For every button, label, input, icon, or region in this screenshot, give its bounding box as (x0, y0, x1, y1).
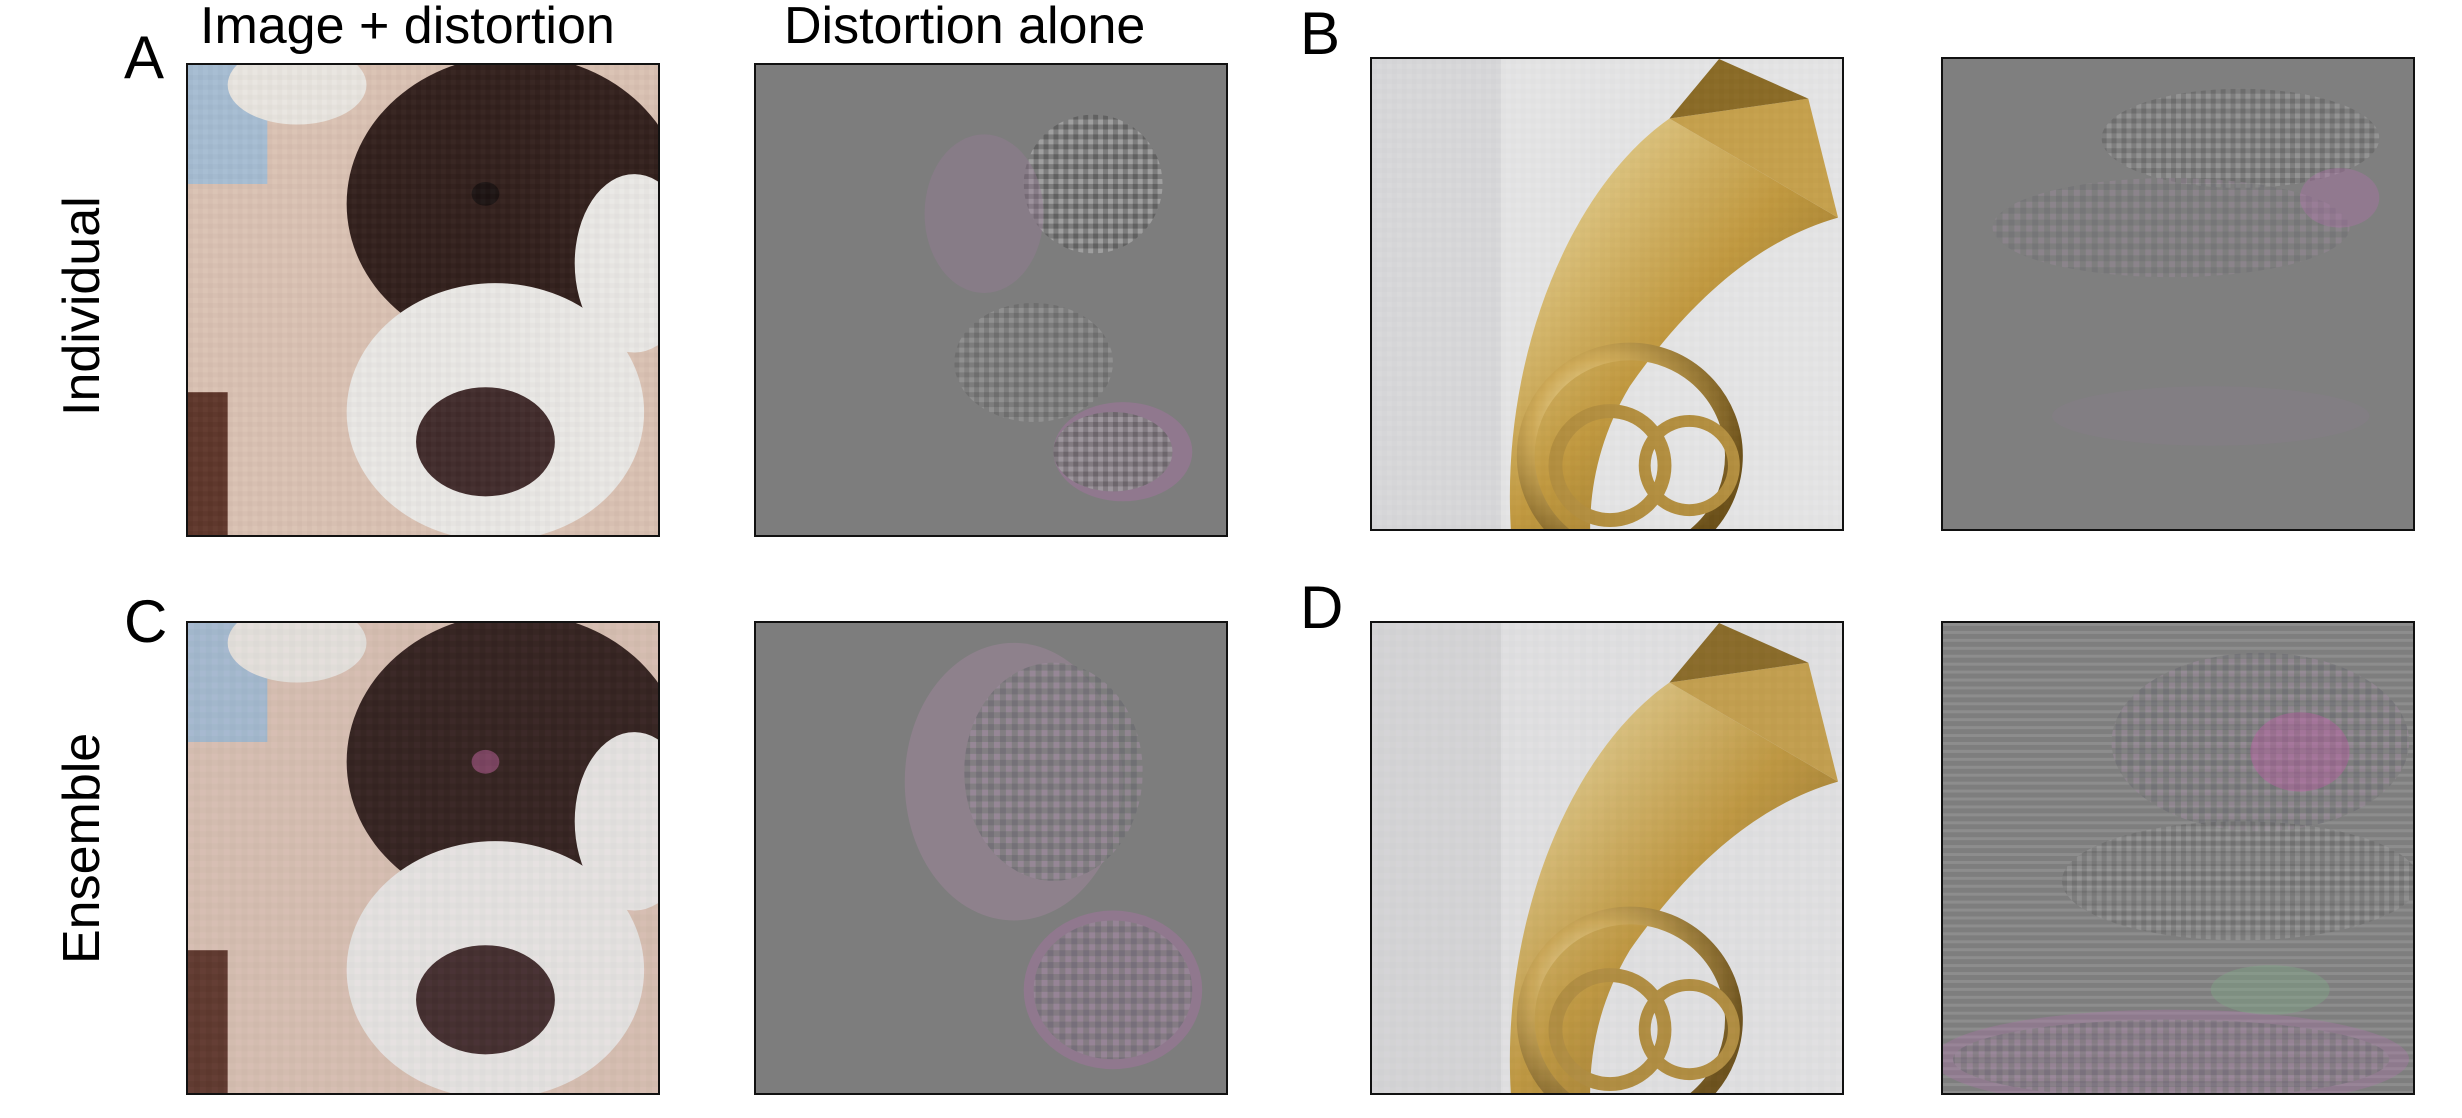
distortion-map-puppy-ensemble (754, 621, 1228, 1095)
column-title-distortion-alone: Distortion alone (784, 0, 1146, 55)
puppy-image-individual (186, 63, 660, 537)
column-title-image-plus-distortion: Image + distortion (200, 0, 615, 55)
panel-label-a: A (124, 24, 165, 91)
french-horn-image-individual (1370, 57, 1844, 531)
panel-label-b: B (1300, 0, 1341, 67)
panel-label-d: D (1300, 574, 1344, 641)
row-label-individual: Individual (53, 196, 111, 416)
distortion-map-puppy-individual (754, 63, 1228, 537)
panel-label-c: C (124, 588, 168, 655)
french-horn-image-ensemble (1370, 621, 1844, 1095)
distortion-map-french-horn-individual (1941, 57, 2415, 531)
row-label-ensemble: Ensemble (53, 732, 111, 964)
distortion-map-french-horn-ensemble (1941, 621, 2415, 1095)
puppy-image-ensemble (186, 621, 660, 1095)
